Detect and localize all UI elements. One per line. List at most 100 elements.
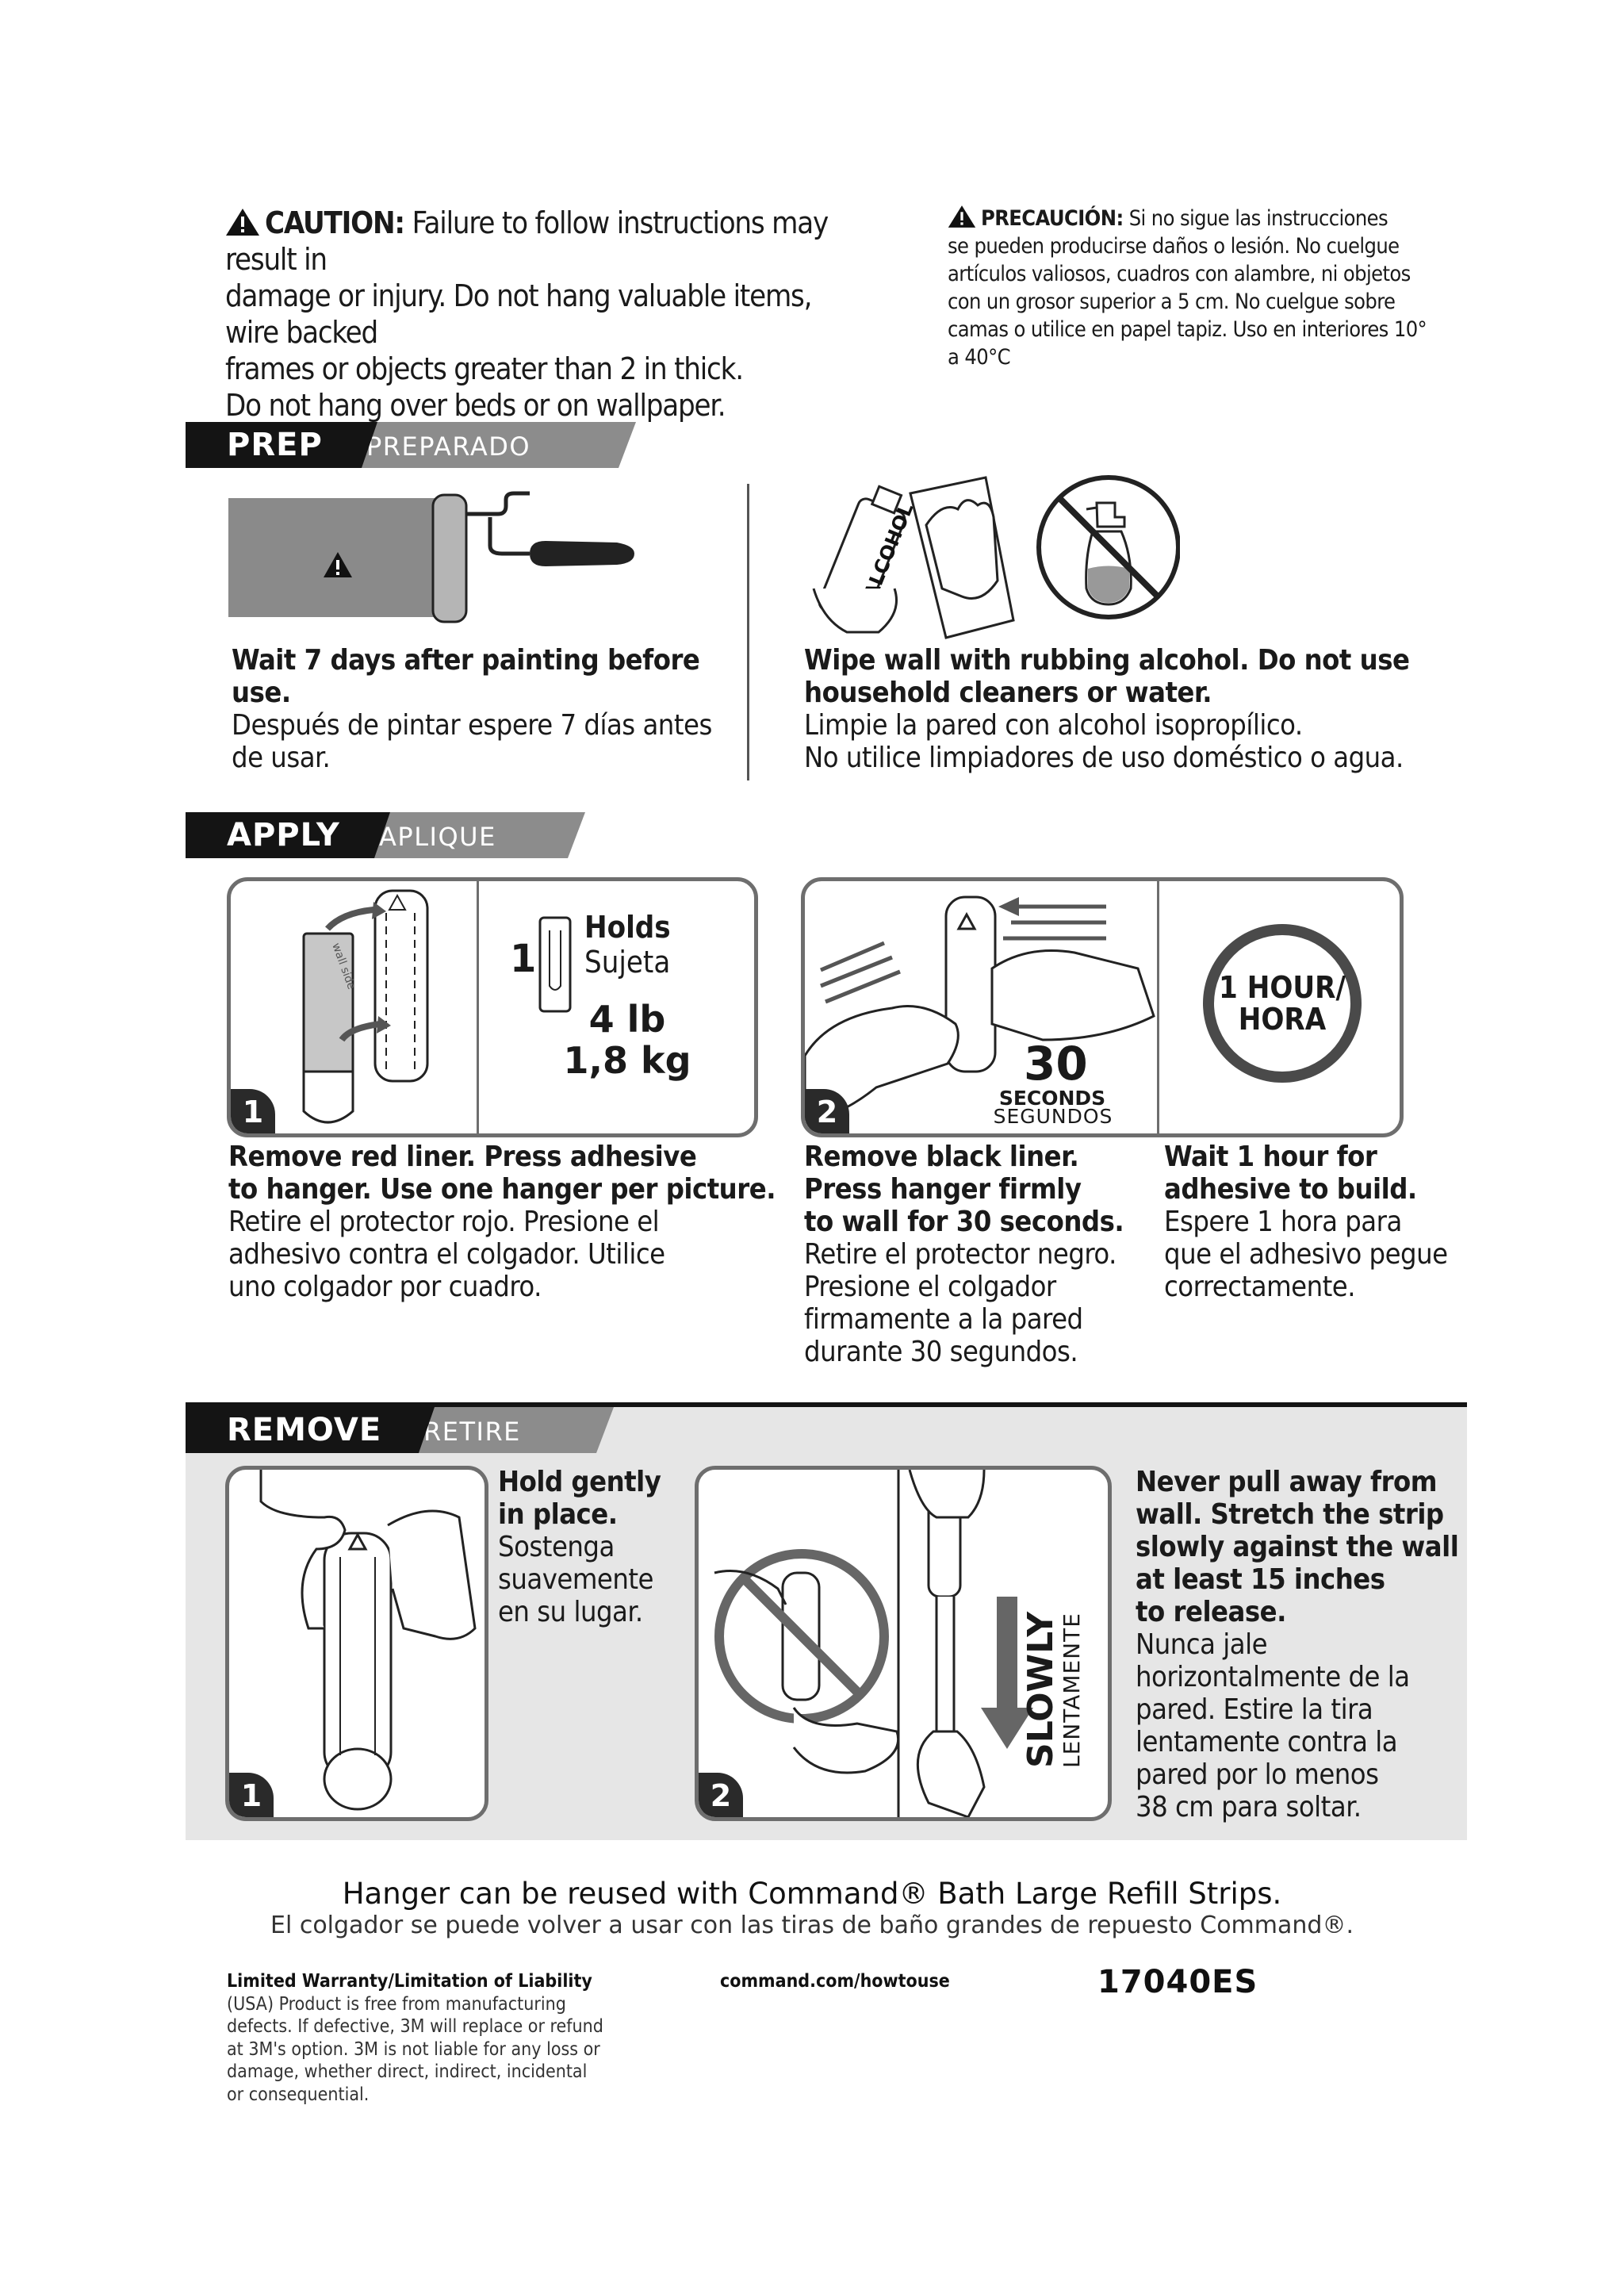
step-number-badge: 2	[699, 1773, 743, 1817]
apply-step1-bold: Remove red liner. Press adhesive	[228, 1141, 697, 1173]
apply-step3-bold: adhesive to build.	[1164, 1173, 1417, 1206]
precaucion-label: PRECAUCIÓN:	[981, 206, 1124, 231]
apply-step3-caption: Wait 1 hour for adhesive to build. Esper…	[1164, 1141, 1465, 1303]
remove-step2-es: pared por lo menos	[1136, 1758, 1379, 1791]
apply-step1-es: Retire el protector rojo. Presione el	[228, 1206, 660, 1238]
precaucion-line: artículos valiosos, cuadros con alambre,…	[948, 262, 1411, 286]
apply-step2-es: Retire el protector negro.	[804, 1238, 1116, 1271]
apply-step1-caption: Remove red liner. Press adhesive to hang…	[228, 1141, 783, 1303]
warning-icon	[948, 205, 976, 228]
seconds-label-en: SECONDS	[998, 1087, 1106, 1110]
caution-label: CAUTION:	[265, 205, 405, 240]
apply-step3-bold: Wait 1 hour for	[1164, 1141, 1377, 1173]
prep-subtitle: PREPARADO	[336, 422, 636, 468]
remove-step1-bold: Hold gently	[498, 1466, 661, 1498]
seconds-label-es: SEGUNDOS	[993, 1105, 1113, 1128]
prep-step2-bold: Wipe wall with rubbing alcohol. Do not u…	[804, 644, 1410, 677]
clock-label-2: HORA	[1238, 1002, 1327, 1037]
precaucion-line: Si no sigue las instrucciones	[1128, 206, 1388, 231]
adhesive-strip-illustration: wall side	[302, 889, 429, 1124]
remove-step2-es: 38 cm para soltar.	[1136, 1791, 1362, 1823]
paint-roller-illustration	[228, 491, 634, 623]
precaucion-line: camas o utilice en papel tapiz. Uso en i…	[948, 317, 1427, 342]
apply-step1-panel: wall side 1 1 Holds Sujeta 4 lb 1,8 kg	[227, 877, 758, 1137]
holds-count: 1	[510, 937, 537, 981]
remove-top-rule	[186, 1402, 1467, 1407]
holds-es: Sujeta	[584, 945, 671, 980]
remove-step1-es: en su lugar.	[498, 1596, 643, 1628]
remove-step2-es: horizontalmente de la	[1136, 1661, 1410, 1693]
alcohol-wipe-illustration: ALCOHOL	[812, 475, 1180, 639]
clock-label-1: 1 HOUR/	[1219, 970, 1346, 1005]
apply-step3-es: que el adhesivo pegue	[1164, 1238, 1448, 1271]
remove-step1-bold: in place.	[498, 1498, 618, 1531]
prep-divider	[747, 484, 749, 780]
remove-step2-caption: Never pull away from wall. Stretch the s…	[1136, 1466, 1461, 1823]
apply-step2-es: durante 30 segundos.	[804, 1336, 1078, 1368]
remove-step1-es: suavemente	[498, 1563, 654, 1596]
step-number-badge: 2	[805, 1089, 849, 1133]
lentamente-label: LENTAMENTE	[1059, 1613, 1085, 1768]
apply-step2-panel: 30 SECONDS SEGUNDOS 1 HOUR/ HORA 2	[801, 877, 1404, 1137]
prep-step2-es: Limpie la pared con alcohol isopropílico…	[804, 709, 1303, 742]
caution-spanish: PRECAUCIÓN: Si no sigue las instruccione…	[948, 205, 1439, 371]
precaucion-line: con un grosor superior a 5 cm. No cuelgu…	[948, 290, 1396, 314]
reuse-note-es: El colgador se puede volver a usar con l…	[270, 1912, 1354, 1939]
apply-step3-es: Espere 1 hora para	[1164, 1206, 1402, 1238]
warranty-line: defects. If defective, 3M will replace o…	[227, 2016, 603, 2037]
prep-step2-es: No utilice limpiadores de uso doméstico …	[804, 742, 1404, 774]
apply-step1-bold: to hanger. Use one hanger per picture.	[228, 1173, 776, 1206]
remove-banner: RETIRE REMOVE	[186, 1407, 582, 1453]
stretch-strip-illustration	[714, 1470, 1033, 1817]
press-hanger-illustration	[805, 895, 1155, 1121]
apply-step2-caption: Remove black liner. Press hanger firmly …	[804, 1141, 1137, 1368]
apply-step1-es: adhesivo contra el colgador. Utilice	[228, 1238, 665, 1271]
weight-kg: 1,8 kg	[563, 1039, 691, 1082]
remove-step1-es: Sostenga	[498, 1531, 615, 1563]
apply-step3-es: correctamente.	[1164, 1271, 1356, 1303]
apply-step1-es: uno colgador por cuadro.	[228, 1271, 542, 1303]
warranty-line: (USA) Product is free from manufacturing	[227, 1993, 566, 2015]
apply-step2-bold: Press hanger firmly	[804, 1173, 1082, 1206]
warranty-line: or consequential.	[227, 2084, 370, 2105]
apply-step2-es: firmamente a la pared	[804, 1303, 1083, 1336]
product-code: 17040ES	[1097, 1964, 1258, 2000]
remove-step2-bold: wall. Stretch the strip	[1136, 1498, 1444, 1531]
seconds-value: 30	[1024, 1037, 1088, 1091]
remove-step2-es: Nunca jale	[1136, 1628, 1268, 1661]
hanger-icon	[538, 916, 572, 1013]
weight-lb: 4 lb	[588, 998, 666, 1041]
prep-step2-bold: household cleaners or water.	[804, 677, 1212, 709]
holds-en: Holds	[584, 910, 671, 945]
remove-step1-caption: Hold gently in place. Sostenga suavement…	[498, 1466, 680, 1628]
prep-step1-bold: Wait 7 days after painting before use.	[232, 644, 700, 709]
holds-label: Holds Sujeta	[584, 910, 671, 980]
prep-step1-caption: Wait 7 days after painting before use. D…	[232, 644, 723, 774]
warranty-line: damage, whether direct, indirect, incide…	[227, 2061, 588, 2082]
caution-line: Do not hang over beds or on wallpaper.	[225, 388, 726, 423]
caution-line: Failure to follow instructions may resul…	[225, 205, 829, 277]
prep-banner: PREPARADO PREP	[186, 422, 598, 468]
prep-step1-es: de usar.	[232, 742, 331, 774]
apply-banner: APLIQUE APPLY	[186, 812, 542, 858]
weight-rating: 4 lb 1,8 kg	[548, 999, 707, 1081]
remove-title: REMOVE	[186, 1407, 435, 1453]
precaucion-line: se pueden producirse daños o lesión. No …	[948, 234, 1400, 259]
apply-step2-bold: to wall for 30 seconds.	[804, 1206, 1124, 1238]
caution-line: frames or objects greater than 2 in thic…	[225, 351, 744, 386]
apply-step2-es: Presione el colgador	[804, 1271, 1056, 1303]
caution-line: damage or injury. Do not hang valuable i…	[225, 278, 813, 350]
website-link[interactable]: command.com/howtouse	[720, 1971, 950, 1992]
remove-step1-panel: 1	[225, 1466, 488, 1821]
panel-divider	[1157, 881, 1159, 1133]
step-number-badge: 1	[229, 1773, 274, 1817]
remove-step2-bold: at least 15 inches	[1136, 1563, 1385, 1596]
step-number-badge: 1	[231, 1089, 275, 1133]
remove-step2-bold: to release.	[1136, 1596, 1286, 1628]
remove-step2-bold: Never pull away from	[1136, 1466, 1438, 1498]
warranty-title: Limited Warranty/Limitation of Liability	[227, 1971, 592, 1992]
warranty-line: at 3M's option. 3M is not liable for any…	[227, 2038, 600, 2060]
warranty-block: Limited Warranty/Limitation of Liability…	[227, 1970, 639, 2106]
prep-title: PREP	[186, 422, 377, 468]
remove-step2-es: lentamente contra la	[1136, 1726, 1398, 1758]
